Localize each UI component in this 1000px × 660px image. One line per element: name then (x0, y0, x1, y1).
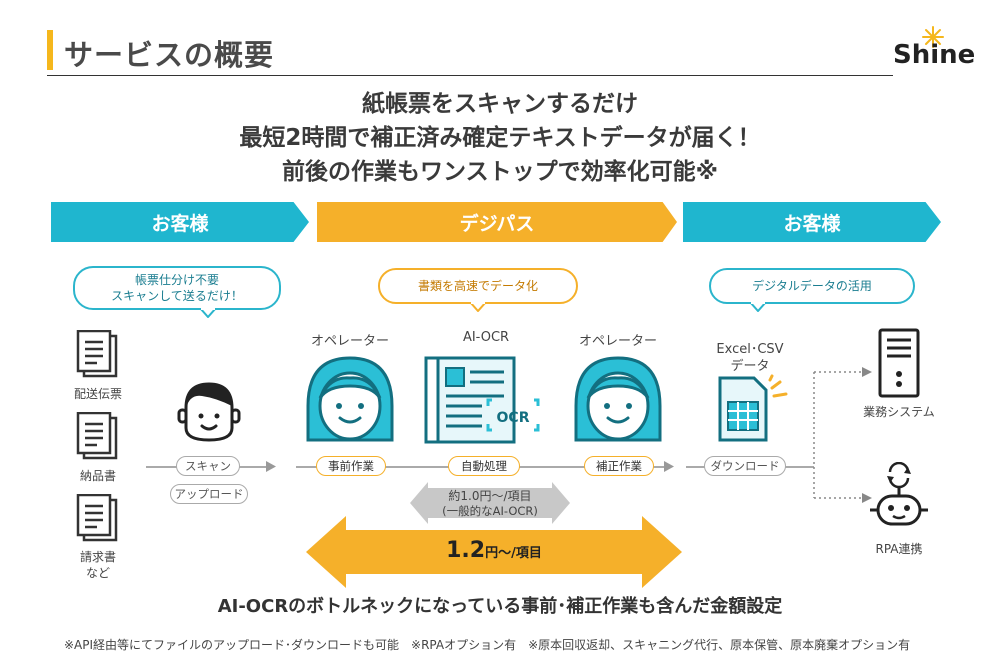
rpa-label: RPA連携 (875, 542, 923, 556)
bubble-digipass: 書類を高速でデータ化 (378, 268, 578, 304)
logo-star-icon (922, 26, 944, 48)
flow-arrow-icon (266, 461, 276, 472)
bubble-customer-right: デジタルデータの活用 (709, 268, 915, 304)
footer-note: ※API経由等にてファイルのアップロード･ダウンロードも可能 ※RPAオプション… (64, 638, 911, 652)
headline-line-2: 最短2時間で補正済み確定テキストデータが届く！ (239, 125, 761, 151)
bubble-left-line-1: 帳票仕分け不要 (134, 273, 219, 287)
price-value: 1.2 (446, 538, 486, 563)
data-label: データ (730, 359, 770, 374)
doc-label-invoice-slip: 納品書 (79, 469, 116, 483)
bubble-center-text: 書類を高速でデータ化 (417, 279, 538, 293)
band-digipass-label: デジパス (459, 212, 535, 235)
step-auto-processing: 自動処理 (448, 456, 520, 476)
brand-logo: Shine (893, 40, 976, 70)
pricing-tagline: AI-OCRのボトルネックになっている事前･補正作業も含んだ金額設定 (217, 596, 783, 617)
server-icon (878, 328, 920, 398)
bubble-right-text: デジタルデータの活用 (752, 279, 872, 293)
bubble-center-tail (470, 302, 486, 312)
doc-label-bill: 請求書 (79, 550, 116, 564)
band-digipass: デジパス (317, 202, 677, 242)
rpa-robot-icon (870, 462, 928, 526)
operator-left-label: オペレーター (310, 334, 389, 349)
operator-right-icon (574, 356, 662, 442)
bubble-left-line-2: スキャンして送るだけ！ (111, 289, 243, 303)
doc-label-delivery: 配送伝票 (73, 387, 122, 401)
bubble-right-tail (750, 302, 766, 312)
step-correction: 補正作業 (584, 456, 654, 476)
customer-person-icon (177, 382, 241, 442)
band-customer-left-label: お客様 (151, 212, 209, 235)
bubble-customer-left: 帳票仕分け不要 スキャンして送るだけ！ (73, 266, 281, 310)
headline-line-3: 前後の作業もワンストップで効率化可能※ (282, 159, 718, 185)
band-customer-right: お客様 (683, 202, 941, 242)
branch-connectors (813, 367, 872, 503)
doc-label-etc: など (85, 566, 110, 580)
band-customer-left: お客様 (51, 202, 309, 242)
ai-ocr-label: AI-OCR (462, 330, 510, 345)
document-icon (76, 494, 118, 542)
step-download: ダウンロード (704, 456, 786, 476)
title-accent-bar (47, 30, 53, 70)
document-icon (76, 412, 118, 460)
title-divider (47, 75, 893, 76)
business-system-label: 業務システム (863, 405, 935, 419)
operator-right-label: オペレーター (578, 334, 657, 349)
step-scan: スキャン (176, 456, 240, 476)
page-title: サービスの概要 (64, 38, 275, 72)
operator-left-icon (306, 356, 394, 442)
document-icon (76, 330, 118, 378)
band-customer-right-label: お客様 (783, 212, 841, 235)
headline-line-1: 紙帳票をスキャンするだけ (362, 91, 638, 117)
step-upload: アップロード (170, 484, 248, 504)
flow-arrow-icon (664, 461, 674, 472)
excel-csv-label: Excel･CSV (716, 342, 784, 357)
digipass-price-arrow (306, 516, 682, 588)
price-unit: 円～/項目 (485, 546, 542, 561)
step-pre-work: 事前作業 (316, 456, 386, 476)
ai-ocr-document-icon: OCR (424, 356, 540, 444)
spreadsheet-file-icon (718, 374, 788, 442)
digipass-price: 1.2円～/項目 (306, 538, 682, 563)
ocr-price-note: (一般的なAI-OCR) (442, 504, 538, 518)
ocr-badge-text: OCR (497, 410, 530, 426)
ocr-price-arrow (410, 482, 570, 524)
bubble-left-tail (200, 308, 216, 318)
ocr-price-text: 約1.0円～/項目 (448, 489, 532, 503)
